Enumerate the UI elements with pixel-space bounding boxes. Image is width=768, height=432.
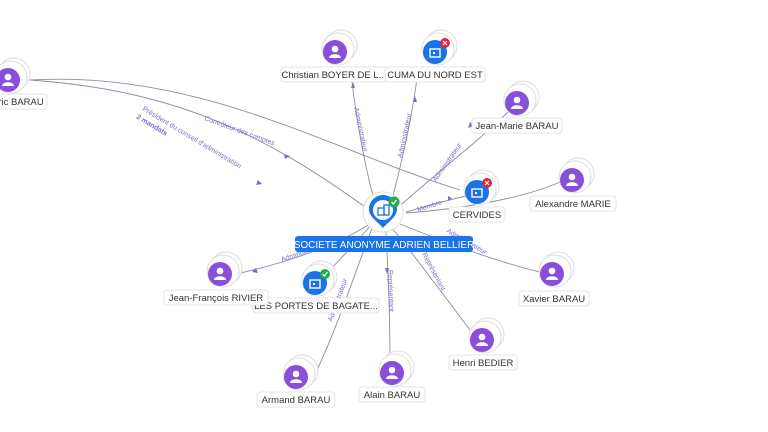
edge-label-jeanmarie: Administrateur [432,142,464,184]
edge-cuma [391,69,419,201]
node-alexandre[interactable]: Alexandre MARIE [529,157,617,212]
building-icon [377,204,390,216]
node-portes[interactable]: LES PORTES DE BAGATE... [252,260,380,314]
node-xavier[interactable]: Xavier BARAU [518,251,590,307]
edge-christian [351,81,375,201]
node-label: CUMA DU NORD EST [387,70,483,81]
edge-arrows [252,82,474,274]
node-label: Alexandre MARIE [535,199,611,210]
edge-label-president: Président du conseil d'administration [141,106,242,171]
node-armand[interactable]: Armand BARAU [256,354,336,408]
node-label: Henri BEDIER [453,358,514,369]
node-henri[interactable]: Henri BEDIER [448,317,518,371]
center-node[interactable]: SOCIETE ANONYME ADRIEN BELLIER [294,191,475,252]
edge-eric-president [29,79,373,213]
node-label: Xavier BARAU [523,294,585,305]
node-eric[interactable]: ric BARAU [0,57,48,110]
edge-label-cuma: Administrateur [397,112,413,158]
node-label: Jean-Marie BARAU [476,121,559,132]
active-badge-icon [320,269,330,279]
center-node-label: SOCIETE ANONYME ADRIEN BELLIER [294,240,475,251]
node-label: ric BARAU [0,97,44,108]
edge-label-membre: Membre [416,199,443,214]
node-cervides[interactable]: CERVIDES [448,169,506,223]
edge-jeanfrancois [235,223,371,275]
node-christian[interactable]: Christian BOYER DE L... [280,29,388,83]
node-alain[interactable]: Alain BARAU [358,350,426,403]
arrow-eric-president [256,180,262,185]
edge-label-henri: Représentant [420,252,446,292]
arrow-cervides [448,196,452,201]
node-label: Christian BOYER DE L... [281,70,386,81]
node-jeanmarie[interactable]: Jean-Marie BARAU [471,80,563,134]
edge-label-alain: Représentant [386,270,394,312]
edge-cervides [405,194,471,213]
arrow-jeanfrancois [252,268,258,273]
arrow-alain [385,268,389,274]
edge-label-controleur: Contrôleur des comptes [203,115,276,147]
node-cuma[interactable]: CUMA DU NORD EST [384,29,486,83]
node-label: Jean-François RIVIER [169,293,264,304]
node-jeanfrancois[interactable]: Jean-François RIVIER [163,251,269,306]
node-label: LES PORTES DE BAGATE... [254,301,378,312]
active-badge-icon [388,196,400,208]
node-label: Armand BARAU [262,395,331,406]
arrow-christian [351,82,355,88]
node-label: CERVIDES [453,210,501,221]
edge-eric-controleur [29,78,461,191]
arrow-cuma [413,96,417,102]
arrow-eric-controleur [284,154,290,159]
edge-label-christian: Administrateur [352,107,368,153]
node-label: Alain BARAU [364,390,421,401]
